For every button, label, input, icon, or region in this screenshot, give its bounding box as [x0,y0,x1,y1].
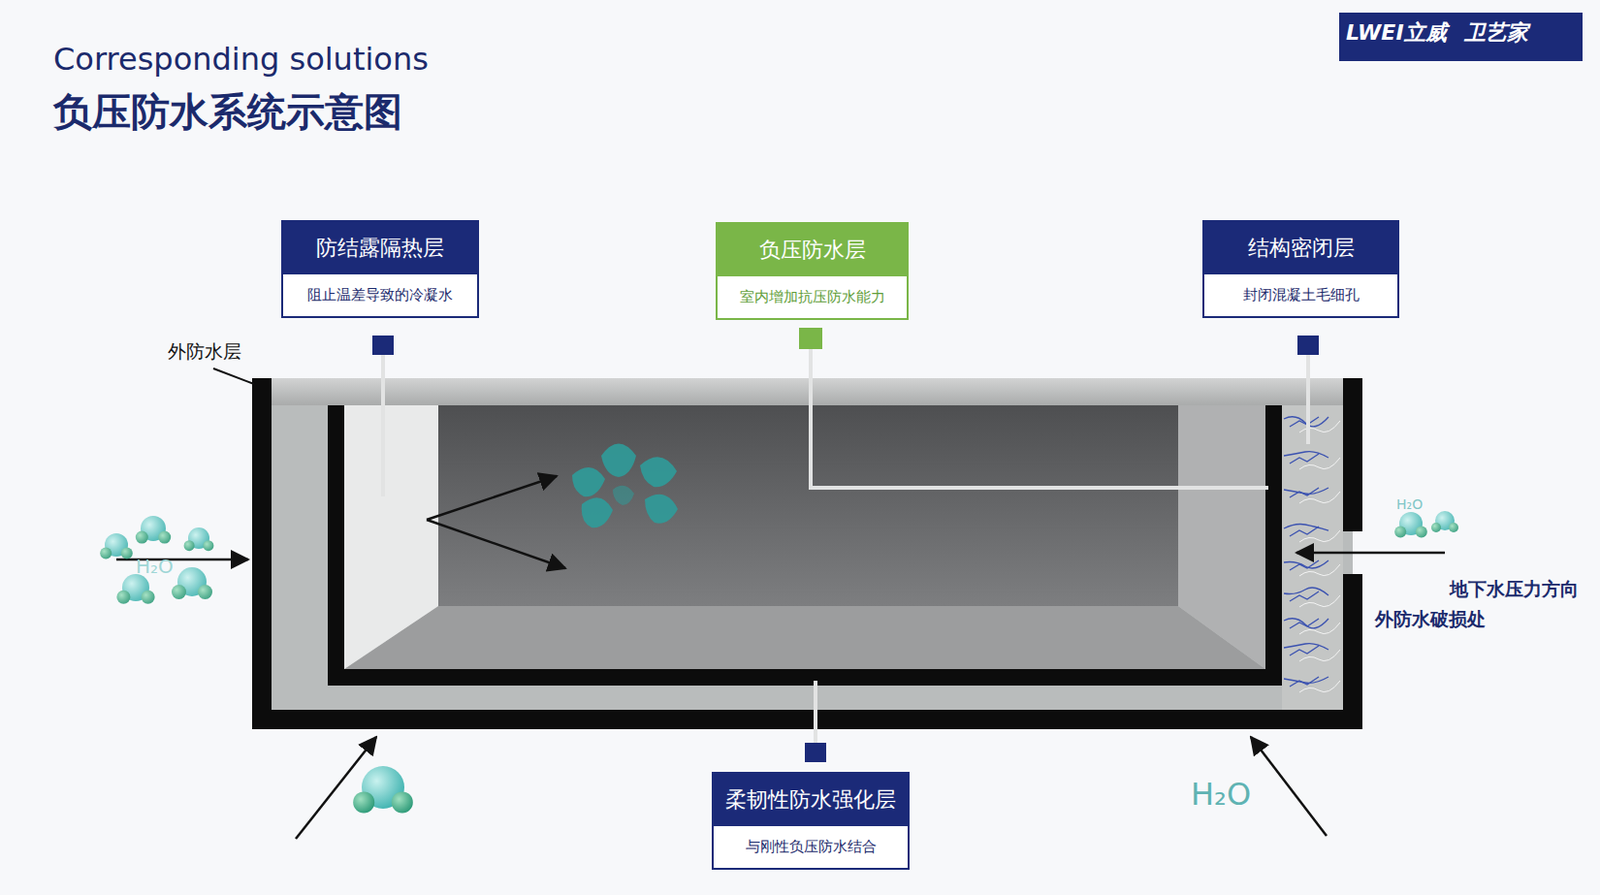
floor [344,606,1266,670]
inner-waterproof [327,405,1282,686]
callout-box: 结构密闭层封闭混凝土毛细孔 [1202,220,1400,319]
outer-waterproof [252,378,1363,730]
callout-heading: 防结露隔热层 [283,222,478,275]
leader-square [372,327,1319,763]
cracks [1299,420,1341,693]
logo-text: 卫艺家 [1464,18,1529,48]
callout-heading: 结构密闭层 [1204,222,1398,275]
callout-box: 防结露隔热层阻止温差导致的冷凝水 [281,220,480,319]
title: 负压防水系统示意图 [53,85,403,139]
insulation-wall [344,405,439,670]
callout-box: 负压防水层室内增加抗压防水能力 [715,222,909,320]
callout-note: 室内增加抗压防水能力 [717,276,907,319]
concrete-wall [261,378,1353,720]
pressure-arrow [116,552,1445,839]
water-formula: H₂O [135,554,174,578]
condensation-arrow [426,476,566,569]
callout-heading: 柔韧性防水强化层 [713,773,908,827]
layer-label: 外防水层 [167,339,242,365]
damage-label: 外防水破损处 [1375,607,1486,633]
back-wall [438,405,1179,607]
outer-waterproof [1343,378,1363,532]
water-molecule [99,511,1459,813]
leader-line [383,349,1309,743]
callout-note: 阻止温差导致的冷凝水 [283,274,478,317]
water-formula: H₂O [1190,775,1251,813]
leader-line [213,368,255,384]
callout-heading: 负压防水层 [717,224,907,277]
logo-text: LWEI立威 [1345,18,1447,48]
structure-wall [1281,405,1344,710]
subtitle: Corresponding solutions [53,40,429,78]
callout-box: 柔韧性防水强化层与刚性负压防水结合 [711,771,910,870]
pressure-label: 地下水压力方向 [1449,576,1579,603]
callout-note: 封闭混凝土毛细孔 [1204,274,1398,317]
callout-note: 与刚性负压防水结合 [713,826,908,868]
logo-plate [1339,12,1583,62]
condensation [572,444,678,529]
right-wall [1178,405,1266,670]
water-formula: H₂O [1396,496,1423,512]
top-slab [271,378,1344,406]
